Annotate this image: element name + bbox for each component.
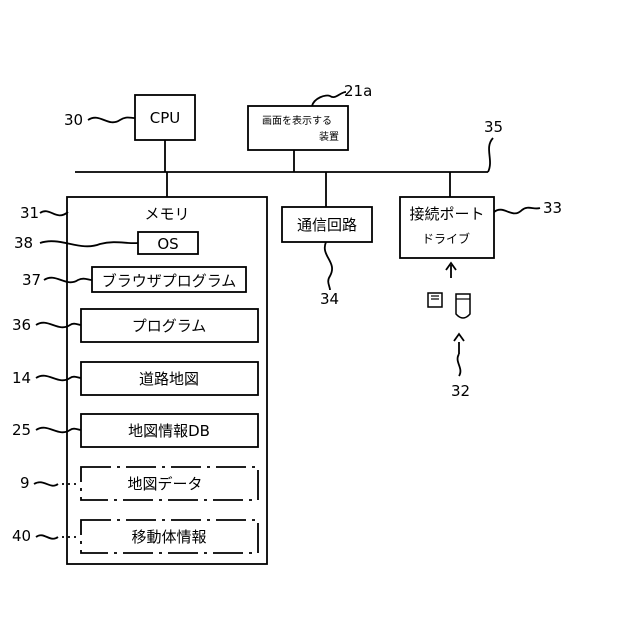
port-label-line2: ドライブ	[422, 231, 470, 246]
ref-display: 21a	[344, 82, 372, 100]
ref-comm: 34	[320, 290, 339, 308]
display-leader	[312, 92, 346, 106]
display-label-line1: 画面を表示する	[262, 114, 332, 127]
moving-body-leader	[36, 535, 58, 538]
map-data-leader	[34, 482, 58, 485]
floppy-disk-icon	[428, 293, 442, 307]
browser-program-label: ブラウザプログラム	[102, 272, 237, 290]
ref-map-data: 9	[20, 474, 30, 492]
ref-port: 33	[543, 199, 562, 217]
ref-browser: 37	[22, 271, 41, 289]
ref-bus: 35	[484, 118, 503, 136]
map-db-label: 地図情報DB	[128, 422, 210, 440]
os-label: OS	[157, 235, 178, 253]
comm-leader	[325, 242, 332, 290]
cpu-label: CPU	[150, 109, 181, 127]
road-map-label: 道路地図	[139, 370, 199, 388]
bus-leader	[488, 138, 493, 172]
moving-body-label: 移動体情報	[131, 528, 206, 546]
memory-label: メモリ	[144, 205, 189, 223]
ref-memory: 31	[20, 204, 39, 222]
memory-leader	[40, 211, 68, 215]
cpu-leader	[88, 118, 135, 123]
ref-media: 32	[451, 382, 470, 400]
media-leader-arrow-head	[454, 334, 464, 341]
port-leader	[494, 208, 540, 214]
ref-map-db: 25	[12, 421, 31, 439]
ref-cpu: 30	[64, 111, 83, 129]
display-label-line2: 装置	[319, 130, 339, 143]
ref-os: 38	[14, 234, 33, 252]
media-leader	[458, 354, 461, 376]
comm-circuit-label: 通信回路	[297, 216, 357, 234]
port-label-line1: 接続ポート	[409, 205, 484, 223]
map-data-label: 地図データ	[127, 475, 202, 493]
program-label: プログラム	[132, 317, 207, 335]
ref-program: 36	[12, 316, 31, 334]
usb-memory-icon	[456, 294, 470, 318]
ref-road-map: 14	[12, 369, 31, 387]
display-box	[248, 106, 348, 150]
ref-moving-body: 40	[12, 527, 31, 545]
